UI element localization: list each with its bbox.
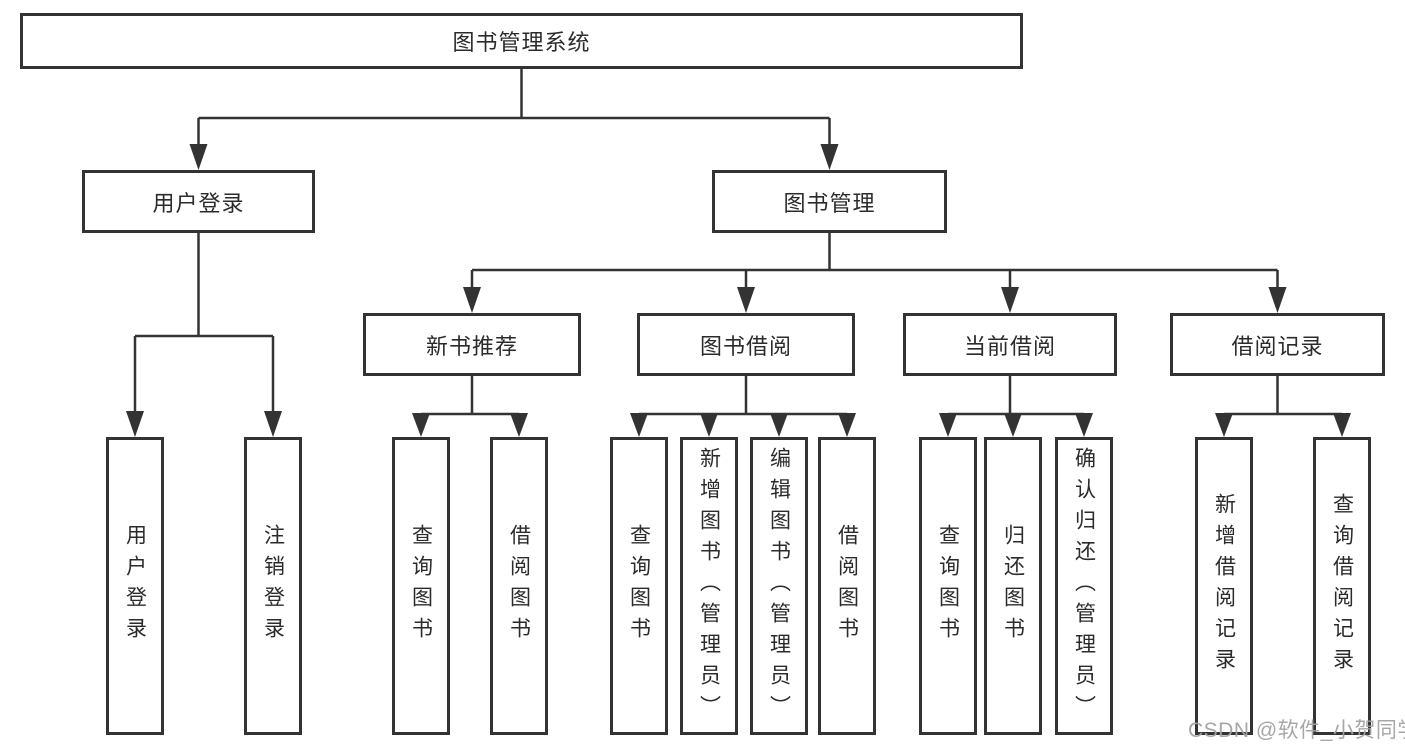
node-label: 图书借阅 — [699, 333, 792, 359]
leaf-return-books: 归还图书 — [984, 437, 1042, 735]
node-label: 图书管理 — [783, 190, 876, 216]
node-borrowing-records: 借阅记录 — [1170, 313, 1385, 376]
leaf-label: 用户登录 — [123, 524, 147, 648]
leaf-edit-books-admin: 编辑图书（管理员） — [750, 437, 808, 735]
leaf-label: 确认归还（管理员） — [1072, 446, 1096, 726]
node-label: 当前借阅 — [963, 333, 1056, 359]
node-label: 借阅记录 — [1231, 333, 1324, 359]
node-book-management: 图书管理 — [712, 170, 947, 233]
leaf-label: 新增借阅记录 — [1212, 493, 1236, 679]
leaf-confirm-return-admin: 确认归还（管理员） — [1055, 437, 1113, 735]
node-user-login: 用户登录 — [82, 170, 315, 233]
node-current-borrowing: 当前借阅 — [903, 313, 1117, 376]
leaf-logout: 注销登录 — [244, 437, 302, 735]
leaf-borrow-books: 借阅图书 — [818, 437, 876, 735]
leaf-label: 编辑图书（管理员） — [767, 446, 791, 726]
leaf-query-borrow-record: 查询借阅记录 — [1313, 437, 1371, 735]
node-book-borrowing: 图书借阅 — [637, 313, 855, 376]
leaf-label: 查询图书 — [936, 524, 960, 648]
node-label: 图书管理系统 — [452, 30, 591, 55]
node-root-library-system: 图书管理系统 — [20, 13, 1023, 69]
node-label: 用户登录 — [152, 190, 245, 216]
leaf-label: 查询图书 — [627, 524, 651, 648]
leaf-query-books-recommend: 查询图书 — [392, 437, 450, 735]
leaf-label: 查询图书 — [409, 524, 433, 648]
leaf-add-books-admin: 新增图书（管理员） — [680, 437, 738, 735]
leaf-label: 归还图书 — [1001, 524, 1025, 648]
leaf-label: 查询借阅记录 — [1330, 493, 1354, 679]
leaf-add-borrow-record: 新增借阅记录 — [1195, 437, 1253, 735]
leaf-label: 新增图书（管理员） — [697, 446, 721, 726]
leaf-user-login: 用户登录 — [106, 437, 164, 735]
node-new-book-recommend: 新书推荐 — [363, 313, 581, 376]
leaf-label: 借阅图书 — [507, 524, 531, 648]
arrowheads — [126, 144, 1351, 437]
leaf-query-books-borrowing: 查询图书 — [610, 437, 668, 735]
leaf-label: 借阅图书 — [835, 524, 859, 648]
node-label: 新书推荐 — [425, 333, 518, 359]
csdn-watermark: CSDN @软件_小贺同学 — [1188, 719, 1405, 742]
leaf-query-books-current: 查询图书 — [919, 437, 977, 735]
leaf-label: 注销登录 — [261, 524, 285, 648]
leaf-borrow-books-recommend: 借阅图书 — [490, 437, 548, 735]
